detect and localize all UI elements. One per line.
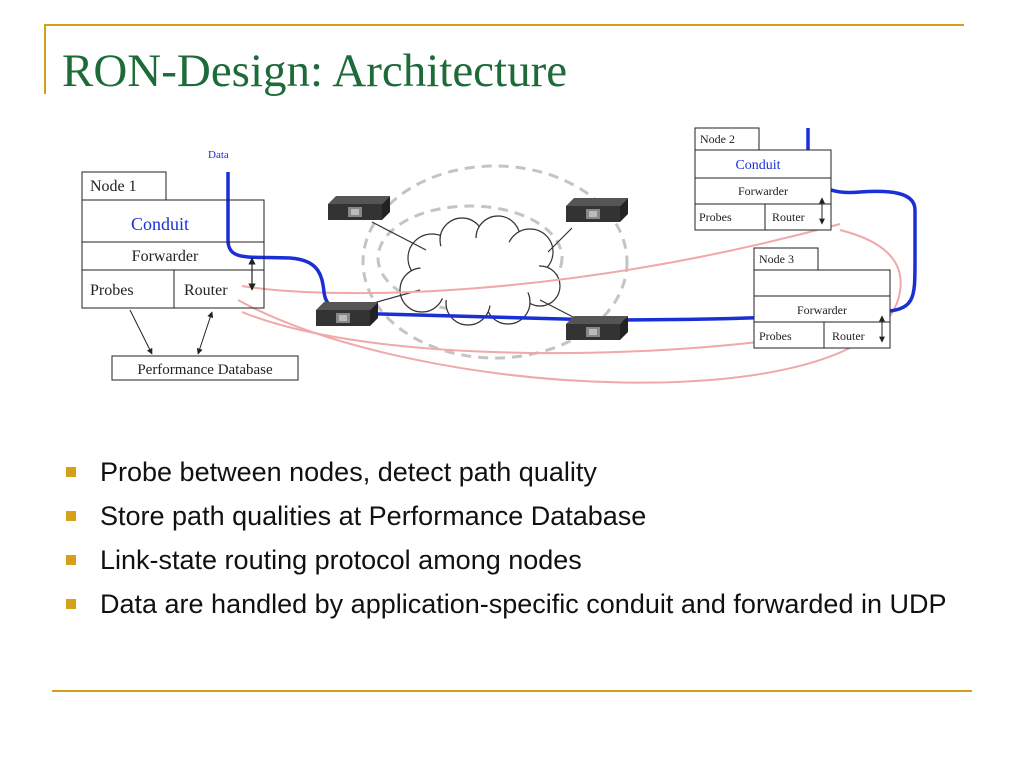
node-2-router: Router <box>772 210 805 224</box>
bullet-item: Probe between nodes, detect path quality <box>62 456 962 488</box>
router-icon <box>566 316 628 340</box>
bullet-item: Link-state routing protocol among nodes <box>62 544 962 576</box>
node-1 <box>81 171 265 309</box>
internet-overlay <box>361 164 629 360</box>
bullet-item: Store path qualities at Performance Data… <box>62 500 962 532</box>
network-cloud-icon <box>399 215 561 326</box>
node-2-probes: Probes <box>699 210 732 224</box>
bullet-square-icon <box>66 511 76 521</box>
router-icon <box>566 198 628 222</box>
data-label: Data <box>208 149 229 161</box>
bullet-text: Data are handled by application-specific… <box>100 589 947 619</box>
node-1-conduit: Conduit <box>131 214 189 234</box>
bullet-text: Probe between nodes, detect path quality <box>100 457 597 487</box>
architecture-diagram: Data Node 1 Conduit Forwarder Probes Rou… <box>81 127 917 384</box>
performance-db-label: Performance Database <box>137 362 273 378</box>
frame-accent-vertical <box>44 24 46 94</box>
node-3-router: Router <box>832 329 865 343</box>
router-db-arrow <box>196 311 214 355</box>
slide-title: RON-Design: Architecture <box>62 45 568 97</box>
bullet-text: Store path qualities at Performance Data… <box>100 501 647 531</box>
node-2 <box>694 127 832 231</box>
probe-paths <box>237 223 902 384</box>
node-2-forwarder: Forwarder <box>738 184 788 198</box>
bullet-square-icon <box>66 599 76 609</box>
bullet-item: Data are handled by application-specific… <box>62 588 962 620</box>
node-3-label: Node 3 <box>759 252 794 266</box>
node-3-probes: Probes <box>759 329 792 343</box>
node-1-probes: Probes <box>90 282 134 299</box>
node-2-label: Node 2 <box>700 132 735 146</box>
node-3-forwarder: Forwarder <box>797 303 847 317</box>
node-1-forwarder: Forwarder <box>132 248 199 265</box>
router-icon <box>328 196 390 220</box>
router-icon <box>316 302 378 326</box>
frame-accent-bottom <box>52 690 972 692</box>
bullet-square-icon <box>66 555 76 565</box>
node-1-router: Router <box>184 282 228 299</box>
performance-db-box <box>111 355 299 381</box>
node-2-conduit: Conduit <box>735 158 780 173</box>
frame-accent-top <box>44 24 964 26</box>
node-1-label: Node 1 <box>90 178 137 195</box>
bullet-text: Link-state routing protocol among nodes <box>100 545 582 575</box>
bullet-square-icon <box>66 467 76 477</box>
bullet-list: Probe between nodes, detect path quality… <box>62 456 962 632</box>
probes-to-db-arrow <box>129 309 153 355</box>
